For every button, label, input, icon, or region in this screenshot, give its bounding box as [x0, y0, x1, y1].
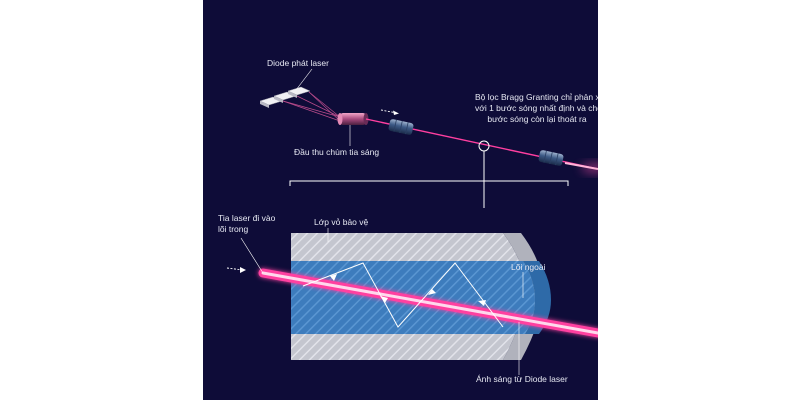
reflection-path — [302, 262, 504, 328]
outer-core-label: Lõi ngoài — [511, 262, 546, 272]
beam-collector — [337, 113, 369, 125]
diode-beams — [282, 91, 341, 122]
laser-in-label-line-2: lõi trong — [218, 224, 249, 234]
cladding-label: Lớp vỏ bảo vệ — [314, 217, 369, 227]
fiber-laser-diagram — [226, 68, 598, 375]
inner-core-laser — [258, 268, 598, 338]
diode-light-label: Ánh sáng từ Diode laser — [476, 374, 568, 384]
diode-label: Diode phát laser — [267, 58, 329, 68]
fiber-connector-2 — [538, 150, 564, 166]
bragg-label-line-3: bước sóng còn lại thoát ra — [487, 114, 587, 124]
bragg-grating — [478, 140, 490, 208]
collector-label: Đầu thu chùm tia sáng — [294, 147, 380, 157]
output-glow — [564, 162, 598, 173]
diagram-panel: Diode phát laser Đầu thu chùm tia sáng B… — [203, 0, 598, 400]
direction-arrow-top — [380, 109, 399, 115]
laser-diodes — [259, 86, 311, 108]
laser-in-pointer — [240, 237, 264, 274]
fiber-connector-1 — [388, 119, 414, 135]
bragg-label-line-2: với 1 bước sóng nhất định và cho các — [475, 103, 598, 113]
laser-in-label: Tia laser đi vào lõi trong — [218, 213, 275, 235]
zoom-bracket — [289, 180, 569, 186]
direction-arrow-bottom — [226, 267, 246, 273]
laser-in-label-line-1: Tia laser đi vào — [218, 213, 276, 223]
bragg-label: Bộ lọc Bragg Granting chỉ phản xạ với 1 … — [475, 92, 598, 125]
bragg-label-line-1: Bộ lọc Bragg Granting chỉ phản xạ — [475, 92, 598, 102]
diode-pointer — [295, 68, 313, 91]
